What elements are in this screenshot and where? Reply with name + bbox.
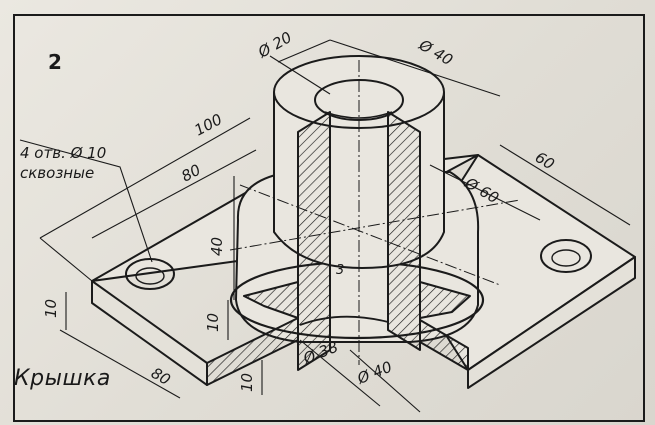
dim-h10-left: 10 xyxy=(42,299,60,318)
lower-bore-rim xyxy=(299,315,389,326)
base-plate-front-face xyxy=(467,256,636,389)
hole-right-inner xyxy=(551,249,581,267)
holes-note-line1: 4 отв. Ø 10 xyxy=(20,144,107,162)
dim-h10-bottom: 10 xyxy=(238,373,256,392)
dim-depth3: 3 xyxy=(336,263,344,278)
holes-note-line2: сквозные xyxy=(20,164,95,182)
section-base-left xyxy=(206,317,299,386)
hole-left xyxy=(125,258,175,290)
bore-inner-wall xyxy=(324,111,393,119)
section-boss-right xyxy=(419,281,471,319)
dim-len80-bottom: 80 xyxy=(148,364,174,389)
part-name: Крышка xyxy=(14,366,111,391)
axis-diagonal-1 xyxy=(229,199,521,251)
axis-diagonal-2 xyxy=(239,184,501,286)
section-left-wall xyxy=(297,111,331,371)
dim-h10-mid: 10 xyxy=(204,313,222,332)
section-right-wall xyxy=(387,111,421,351)
section-boss-left xyxy=(243,281,299,319)
dim-d40-top: Ø 40 xyxy=(415,35,456,69)
holes-note: 4 отв. Ø 10 сквозные xyxy=(20,143,106,183)
dim-len80-top: 80 xyxy=(178,161,203,186)
figure-number: 2 xyxy=(48,50,62,74)
section-base-right xyxy=(419,319,469,371)
dim-len60: 60 xyxy=(532,148,558,173)
hole-left-inner xyxy=(135,267,165,285)
drawing-frame xyxy=(13,14,645,422)
hole-right xyxy=(540,239,592,273)
dim-h40: 40 xyxy=(208,237,226,256)
